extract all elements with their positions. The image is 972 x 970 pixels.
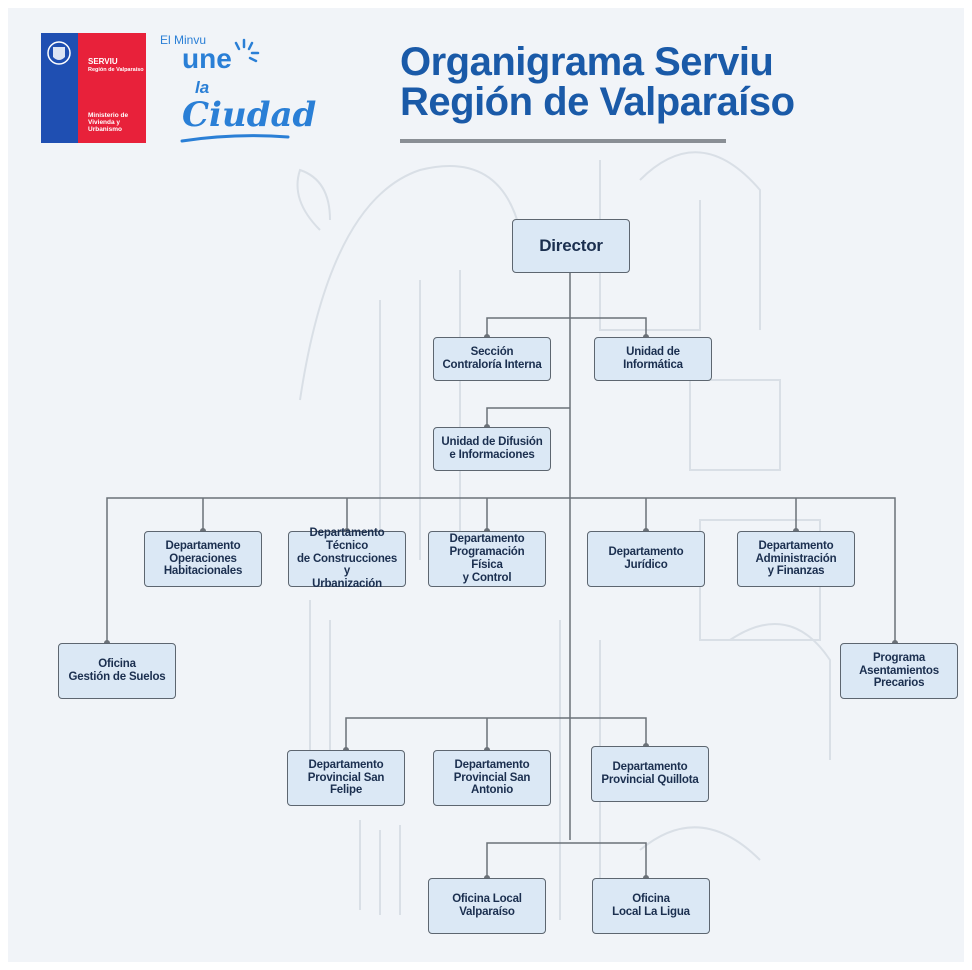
- node-juridico: Departamento Jurídico: [587, 531, 705, 587]
- node-programacion-fisica: Departamento Programación Física y Contr…: [428, 531, 546, 587]
- title-line-2: Región de Valparaíso: [400, 80, 795, 124]
- node-provincial-quillota: Departamento Provincial Quillota: [591, 746, 709, 802]
- node-gestion-suelos: Oficina Gestión de Suelos: [58, 643, 176, 699]
- connector-provincial-bar: [345, 717, 647, 750]
- logo-region-name: Región de Valparaíso: [88, 67, 144, 73]
- logo-org-name: SERVIU: [88, 57, 118, 66]
- connector-top-branch: [486, 317, 647, 337]
- page-title: Organigrama Serviu Región de Valparaíso: [400, 42, 795, 122]
- node-contraloria-interna: Sección Contraloría Interna: [433, 337, 551, 381]
- connector-oficinas-bar: [486, 842, 647, 878]
- node-provincial-san-felipe: Departamento Provincial San Felipe: [287, 750, 405, 806]
- node-oficina-la-ligua: Oficina Local La Ligua: [592, 878, 710, 934]
- node-asentamientos-precarios: Programa Asentamientos Precarios: [840, 643, 958, 699]
- slogan-ciudad: Ciudad: [182, 95, 317, 135]
- title-line-1: Organigrama Serviu: [400, 40, 774, 84]
- slogan-logo: El Minvu une la Ciudad: [160, 33, 316, 143]
- logo-red-band: [78, 33, 146, 143]
- node-oficina-valparaiso: Oficina Local Valparaíso: [428, 878, 546, 934]
- title-underline: [400, 139, 726, 143]
- serviu-logo: SERVIU Región de Valparaíso Ministerio d…: [41, 33, 146, 143]
- slogan-une: une: [182, 43, 232, 74]
- node-operaciones-habitacionales: Departamento Operaciones Habitacionales: [144, 531, 262, 587]
- slogan-prefix: El Minvu: [160, 33, 207, 47]
- node-informatica: Unidad de Informática: [594, 337, 712, 381]
- slogan-underline: [180, 134, 290, 143]
- node-administracion-finanzas: Departamento Administración y Finanzas: [737, 531, 855, 587]
- coat-of-arms-icon: [47, 41, 71, 65]
- node-tecnico-construcciones: Departamento Técnico de Construcciones y…: [288, 527, 406, 590]
- node-difusion: Unidad de Difusión e Informaciones: [433, 427, 551, 471]
- node-provincial-san-antonio: Departamento Provincial San Antonio: [433, 750, 551, 806]
- logo-blue-band: [41, 33, 78, 143]
- slogan-la: la: [195, 78, 210, 97]
- sparkle-icon: [234, 38, 260, 63]
- node-director: Director: [512, 219, 630, 273]
- logo-ministry-name: Ministerio de Vivienda y Urbanismo: [88, 112, 129, 133]
- connector-department-bar: [106, 497, 896, 643]
- connector-difusion: [486, 407, 570, 427]
